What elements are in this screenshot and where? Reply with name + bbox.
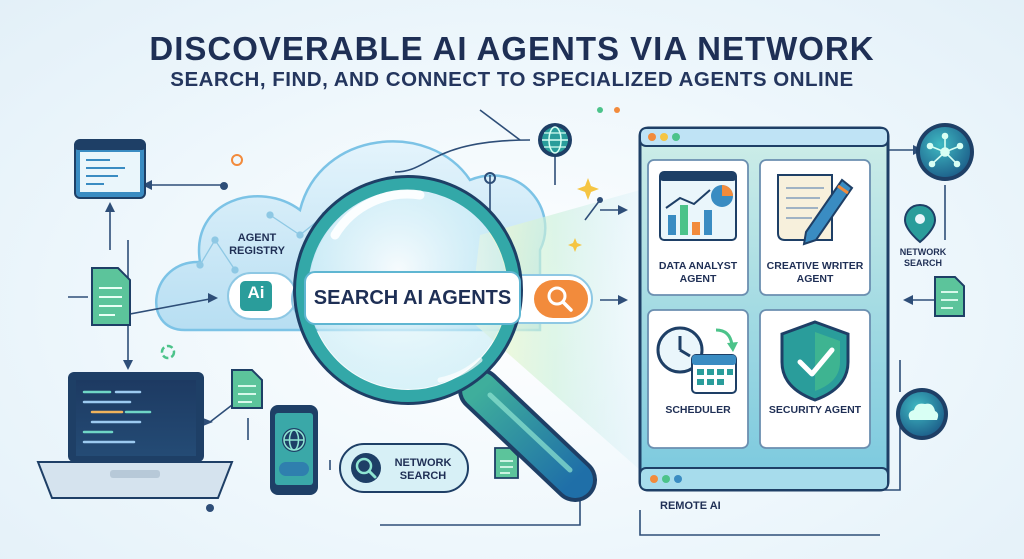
agent-card-creative-writer-line2: AGENT xyxy=(796,272,834,285)
network-search-pill-label[interactable]: NETWORK SEARCH xyxy=(382,457,464,483)
network-search-right-label: NETWORK SEARCH xyxy=(888,247,958,269)
network-search-pill xyxy=(339,443,469,493)
agent-card-scheduler-line1: SCHEDULER xyxy=(665,404,731,416)
smartphone-icon xyxy=(270,405,318,495)
network-search-pill-line1: NETWORK xyxy=(394,457,452,469)
agent-card-data-analyst xyxy=(647,159,749,296)
search-ai-agents-text[interactable]: SEARCH AI AGENTS xyxy=(313,287,512,309)
network-search-right-line2: SEARCH xyxy=(903,257,942,268)
document-icon-right xyxy=(934,276,965,317)
agent-card-creative-writer-label[interactable]: CREATIVE WRITER AGENT xyxy=(760,260,870,285)
globe-icon xyxy=(538,123,572,157)
document-icon-bottom xyxy=(494,447,519,479)
document-icon-left xyxy=(91,267,131,326)
agent-card-creative-writer xyxy=(759,159,871,296)
sparkle-icons xyxy=(568,178,599,252)
agent-card-data-analyst-label[interactable]: DATA ANALYST AGENT xyxy=(648,260,748,285)
page-subtitle: SEARCH, FIND, AND CONNECT TO SPECIALIZED… xyxy=(170,68,854,91)
agent-card-data-analyst-line1: DATA ANALYST xyxy=(658,260,738,272)
agent-card-creative-writer-line1: CREATIVE WRITER xyxy=(766,260,864,272)
connector-lines xyxy=(68,109,946,536)
cloud-node-icon xyxy=(896,388,948,440)
remote-ai-label: REMOTE AI xyxy=(660,500,721,512)
network-search-pill-line2: SEARCH xyxy=(399,470,447,483)
agent-card-security-label[interactable]: SECURITY AGENT xyxy=(760,404,870,417)
agent-registry-label: AGENT REGISTRY xyxy=(212,232,302,258)
agent-card-scheduler xyxy=(647,309,749,449)
agent-card-security xyxy=(759,309,871,449)
agent-card-security-line1: SECURITY AGENT xyxy=(768,404,862,416)
agent-card-data-analyst-line2: AGENT xyxy=(679,272,717,285)
network-search-right-line1: NETWORK xyxy=(899,247,947,257)
code-window-icon xyxy=(74,139,146,199)
page-title: DISCOVERABLE AI AGENTS VIA NETWORK xyxy=(149,30,875,67)
decorative-dots xyxy=(92,107,620,512)
network-hub-icon xyxy=(916,123,974,181)
agent-registry-label-line1: AGENT xyxy=(237,232,277,244)
laptop-icon xyxy=(36,372,234,499)
agent-card-scheduler-label[interactable]: SCHEDULER xyxy=(648,404,748,417)
document-icon-small xyxy=(231,369,263,409)
map-pin-icon xyxy=(903,203,937,244)
search-bar-inner xyxy=(304,271,521,325)
ai-badge-text: Ai xyxy=(247,283,265,302)
agent-registry-label-line2: REGISTRY xyxy=(229,245,285,258)
